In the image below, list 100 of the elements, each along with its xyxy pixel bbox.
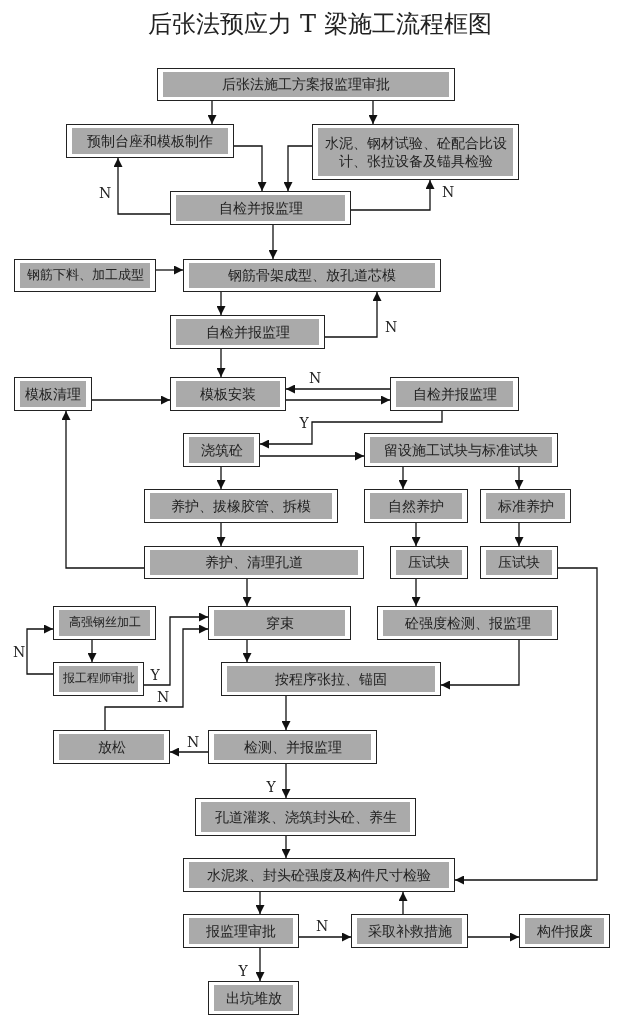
process-box: [364, 489, 468, 523]
arrow: [285, 395, 391, 405]
process-box: [312, 124, 519, 180]
process-box: [53, 606, 156, 640]
box-label: 自检并报监理: [176, 195, 345, 221]
edge-label: N: [383, 319, 399, 335]
arrow: [255, 947, 265, 982]
edge-label: Y: [298, 415, 310, 431]
arrow: [514, 522, 524, 547]
process-box: [208, 981, 299, 1015]
edge-label: Y: [265, 779, 277, 795]
box-label: 后张法施工方案报监理审批: [163, 72, 449, 97]
edge-label: N: [307, 370, 323, 386]
process-box: [170, 377, 286, 411]
arrow: [454, 567, 598, 885]
arrow: [155, 265, 184, 275]
arrow: [268, 224, 278, 260]
box-label: 钢筋骨架成型、放孔道芯模: [189, 263, 435, 288]
process-box: [144, 489, 338, 523]
arrow: [398, 466, 408, 490]
edge-label: Y: [237, 963, 249, 979]
arrow: [143, 612, 209, 686]
box-label: 钢筋下料、加工成型: [20, 263, 150, 288]
arrow: [281, 763, 291, 799]
arrow: [411, 578, 421, 607]
arrow: [207, 100, 217, 125]
box-label: 标准养护: [486, 493, 565, 519]
arrow: [26, 624, 54, 675]
process-box: [208, 730, 377, 764]
box-label: 砼强度检测、报监理: [383, 610, 552, 636]
arrow: [514, 466, 524, 490]
process-box: [390, 377, 519, 411]
process-box: [390, 546, 468, 579]
box-label: 穿束: [214, 610, 345, 636]
arrow: [350, 179, 435, 211]
edge-label: N: [440, 184, 456, 200]
arrow: [281, 835, 291, 859]
process-box: [364, 433, 558, 467]
arrow: [216, 522, 226, 547]
box-label: 水泥浆、封头砼强度及构件尺寸检验: [189, 862, 449, 888]
process-box: [221, 662, 441, 696]
box-label: 按程序张拉、锚固: [227, 666, 435, 692]
box-label: 出坑堆放: [214, 985, 293, 1011]
edge-label: N: [155, 689, 171, 705]
box-label: 自然养护: [370, 493, 462, 519]
process-box: [519, 914, 610, 948]
box-label: 自检并报监理: [396, 381, 513, 407]
box-label: 构件报废: [525, 918, 604, 944]
arrow: [440, 639, 520, 690]
process-box: [195, 798, 416, 836]
box-label: 报监理审批: [189, 918, 293, 944]
process-box: [480, 489, 571, 523]
box-label: 高强钢丝加工: [59, 610, 150, 636]
process-box: [480, 546, 558, 579]
arrow: [113, 157, 171, 215]
box-label: 预制台座和模板制作: [72, 128, 228, 154]
box-label: 自检并报监理: [176, 319, 319, 345]
process-box: [157, 68, 455, 101]
arrow: [281, 695, 291, 731]
process-box: [66, 124, 234, 158]
arrow: [242, 578, 252, 607]
box-label: 报工程师审批: [59, 666, 138, 692]
arrow: [368, 100, 378, 125]
arrow: [233, 145, 267, 192]
process-box: [170, 315, 325, 349]
process-box: [14, 377, 92, 411]
box-label: 模板清理: [20, 381, 86, 407]
box-label: 采取补救措施: [357, 918, 462, 944]
arrow: [259, 410, 443, 449]
arrow: [467, 932, 520, 942]
arrow: [104, 624, 209, 731]
box-label: 压试块: [486, 550, 552, 575]
arrow: [324, 291, 382, 338]
process-box: [170, 191, 351, 225]
process-box: [183, 433, 260, 467]
process-box: [377, 606, 558, 640]
arrow: [216, 348, 226, 378]
box-label: 检测、并报监理: [214, 734, 371, 760]
process-box: [183, 259, 441, 292]
arrow: [411, 522, 421, 547]
edge-label: N: [185, 734, 201, 750]
box-label: 压试块: [396, 550, 462, 575]
edge-label: N: [314, 918, 330, 934]
process-box: [53, 730, 170, 764]
arrow: [91, 395, 171, 405]
process-box: [208, 606, 351, 640]
box-label: 孔道灌浆、浇筑封头砼、养生: [201, 802, 410, 832]
arrow: [169, 747, 209, 757]
process-box: [14, 259, 156, 292]
edge-label: Y: [149, 667, 161, 683]
arrow: [242, 639, 252, 663]
edge-label: N: [97, 185, 113, 201]
title: 后张法预应力 T 梁施工流程框图: [148, 9, 492, 40]
arrow: [298, 932, 352, 942]
arrow: [398, 891, 408, 915]
arrow: [285, 384, 391, 394]
process-box: [53, 662, 144, 696]
process-box: [144, 546, 364, 579]
box-label: 模板安装: [176, 381, 280, 407]
arrow: [259, 451, 365, 461]
